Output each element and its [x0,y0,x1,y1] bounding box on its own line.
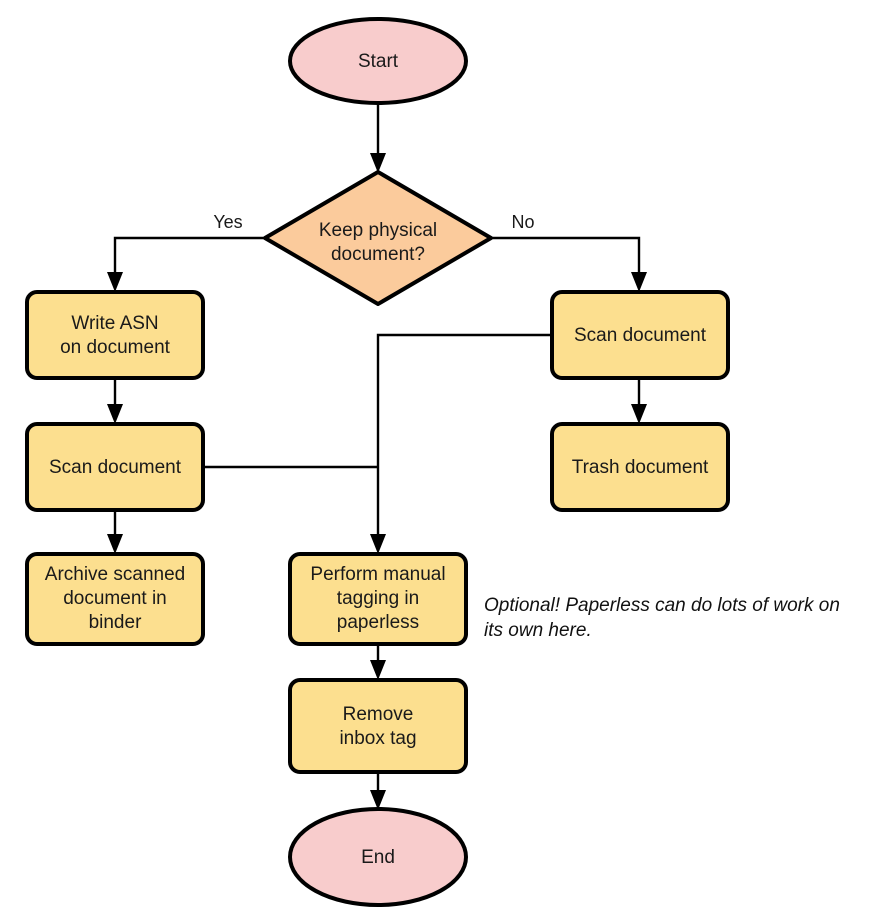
start-ellipse[interactable] [288,17,468,105]
node-scan-document-right[interactable]: Scan document [550,290,730,380]
trash-document-box[interactable] [550,422,730,512]
manual-tagging-box[interactable] [288,552,468,646]
decision-diamond[interactable] [263,170,493,306]
scan-document-left-box[interactable] [25,422,205,512]
edge-labels-layer: Yes No [213,212,534,232]
scan-document-right-box[interactable] [550,290,730,380]
edge-scan-left-to-archive [107,510,123,554]
edge-write-asn-to-scan-left [107,378,123,424]
node-remove-inbox-tag[interactable]: Remove inbox tag [288,678,468,774]
edge-manual-tagging-to-remove-inbox [370,643,386,680]
note-line2: its own here. [484,620,592,641]
end-ellipse[interactable] [288,807,468,907]
note-line1: Optional! Paperless can do lots of work … [484,595,840,616]
edge-label-yes: Yes [213,212,242,232]
edge-decision-no-to-scan-right [491,236,647,292]
edge-decision-yes-to-write-asn [107,236,265,292]
archive-box[interactable] [25,552,205,646]
edge-start-to-decision [370,101,386,173]
node-write-asn[interactable]: Write ASN on document [25,290,205,380]
node-start[interactable]: Start [288,17,468,105]
write-asn-box[interactable] [25,290,205,380]
node-end[interactable]: End [288,807,468,907]
edge-label-no: No [511,212,534,232]
edge-remove-inbox-to-end [370,771,386,810]
node-scan-document-left[interactable]: Scan document [25,422,205,512]
annotation-note: Optional! Paperless can do lots of work … [484,595,840,641]
node-decision-keep-physical-document[interactable]: Keep physical document? [263,170,493,306]
node-manual-tagging[interactable]: Perform manual tagging in paperless [288,552,468,646]
edge-scan-right-to-manual-tagging [370,333,552,554]
edges-layer [107,101,647,810]
remove-inbox-tag-box[interactable] [288,678,468,774]
edge-scan-right-to-trash [631,378,647,424]
node-trash-document[interactable]: Trash document [550,422,730,512]
node-archive-scanned-document[interactable]: Archive scanned document in binder [25,552,205,646]
